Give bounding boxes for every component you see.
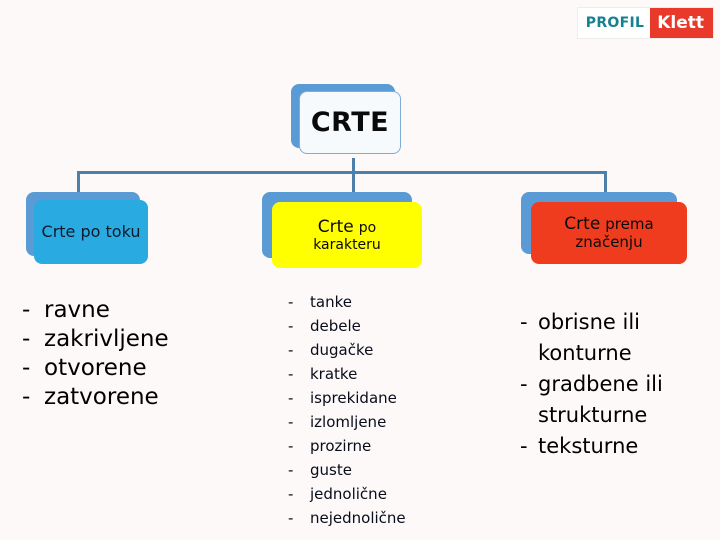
node-meaning-label-line1: Crte prema bbox=[564, 214, 653, 234]
list-item: - prozirne bbox=[288, 434, 488, 458]
node-meaning-label-major: Crte bbox=[564, 214, 601, 235]
connector-drop-center bbox=[352, 171, 355, 193]
list-item-label: prozirne bbox=[310, 437, 372, 455]
bullet-dash-icon: - bbox=[520, 434, 528, 458]
list-item-label: dugačke bbox=[310, 341, 374, 359]
profil-klett-logo: PROFIL Klett bbox=[576, 7, 714, 39]
bullet-dash-icon: - bbox=[520, 310, 528, 334]
list-item-label: isprekidane bbox=[310, 389, 397, 407]
bullet-dash-icon: - bbox=[22, 384, 31, 410]
list-item: - izlomljene bbox=[288, 410, 488, 434]
bullet-dash-icon: - bbox=[288, 437, 294, 455]
logo-klett-text: Klett bbox=[650, 8, 713, 38]
node-character-label-mid: po bbox=[358, 219, 377, 236]
list-item: - kratke bbox=[288, 362, 488, 386]
list-item: - debele bbox=[288, 314, 488, 338]
list-crte-po-toku: - ravne - zakrivljene - otvorene - zatvo… bbox=[22, 296, 242, 412]
list-item-label: zakrivljene bbox=[44, 326, 169, 352]
list-item-label: ravne bbox=[44, 297, 110, 323]
node-flow-label: Crte po toku bbox=[41, 221, 141, 241]
list-item-label: debele bbox=[310, 317, 361, 335]
list-item-label: obrisne ili konturne bbox=[538, 310, 640, 365]
node-root-label: CRTE bbox=[310, 106, 390, 138]
list-item: - nejednolične bbox=[288, 506, 488, 530]
connector-drop-left bbox=[77, 171, 80, 193]
node-crte-po-toku[interactable]: Crte po toku bbox=[26, 192, 148, 264]
list-item: - ravne bbox=[22, 296, 242, 325]
list-item: - tanke bbox=[288, 290, 488, 314]
bullet-dash-icon: - bbox=[288, 317, 294, 335]
node-meaning-face: Crte prema značenju bbox=[531, 202, 687, 264]
connector-drop-right bbox=[604, 171, 607, 193]
connector-horizontal-bar bbox=[77, 171, 607, 174]
node-crte-po-karakteru[interactable]: Crte po karakteru bbox=[262, 192, 422, 268]
list-item-label: zatvorene bbox=[44, 384, 159, 410]
node-character-face: Crte po karakteru bbox=[272, 202, 422, 268]
bullet-dash-icon: - bbox=[288, 341, 294, 359]
list-item: - zatvorene bbox=[22, 383, 242, 412]
list-crte-prema-znacenju: - obrisne ili konturne - gradbene ili st… bbox=[520, 307, 720, 462]
list-item-label: tanke bbox=[310, 293, 352, 311]
list-item: - jednolične bbox=[288, 482, 488, 506]
node-flow-face: Crte po toku bbox=[34, 200, 148, 264]
list-item-label: guste bbox=[310, 461, 352, 479]
node-crte-prema-znacenju[interactable]: Crte prema značenju bbox=[521, 192, 687, 264]
node-character-label-major: Crte bbox=[317, 216, 354, 237]
list-item: - isprekidane bbox=[288, 386, 488, 410]
bullet-dash-icon: - bbox=[22, 297, 31, 323]
node-root-face: CRTE bbox=[299, 91, 401, 154]
list-item: - otvorene bbox=[22, 354, 242, 383]
list-item-label: kratke bbox=[310, 365, 358, 383]
bullet-dash-icon: - bbox=[288, 461, 294, 479]
list-item-label: izlomljene bbox=[310, 413, 387, 431]
list-item: - teksturne bbox=[520, 431, 720, 462]
list-item-label: nejednolične bbox=[310, 509, 406, 527]
node-meaning-label-mid: prema bbox=[605, 215, 654, 234]
node-root-crte[interactable]: CRTE bbox=[291, 84, 401, 154]
logo-profil-text: PROFIL bbox=[577, 8, 651, 38]
list-item-label: gradbene ili strukturne bbox=[538, 372, 663, 427]
list-item: - obrisne ili konturne bbox=[520, 307, 720, 369]
bullet-dash-icon: - bbox=[288, 413, 294, 431]
bullet-dash-icon: - bbox=[288, 293, 294, 311]
connector-root-stem bbox=[352, 158, 355, 174]
bullet-dash-icon: - bbox=[288, 365, 294, 383]
node-character-label-minor: karakteru bbox=[313, 236, 381, 253]
bullet-dash-icon: - bbox=[22, 355, 31, 381]
list-item: - dugačke bbox=[288, 338, 488, 362]
list-item: - gradbene ili strukturne bbox=[520, 369, 720, 431]
bullet-dash-icon: - bbox=[22, 326, 31, 352]
bullet-dash-icon: - bbox=[288, 509, 294, 527]
node-character-label-line1: Crte po bbox=[318, 217, 376, 237]
list-item-label: otvorene bbox=[44, 355, 147, 381]
bullet-dash-icon: - bbox=[288, 389, 294, 407]
bullet-dash-icon: - bbox=[288, 485, 294, 503]
bullet-dash-icon: - bbox=[520, 372, 528, 396]
list-item-label: teksturne bbox=[538, 434, 639, 458]
list-item: - guste bbox=[288, 458, 488, 482]
node-meaning-label-minor: značenju bbox=[575, 233, 643, 252]
list-item: - zakrivljene bbox=[22, 325, 242, 354]
list-item-label: jednolične bbox=[310, 485, 387, 503]
list-crte-po-karakteru: - tanke - debele - dugačke - kratke - is… bbox=[288, 290, 488, 530]
